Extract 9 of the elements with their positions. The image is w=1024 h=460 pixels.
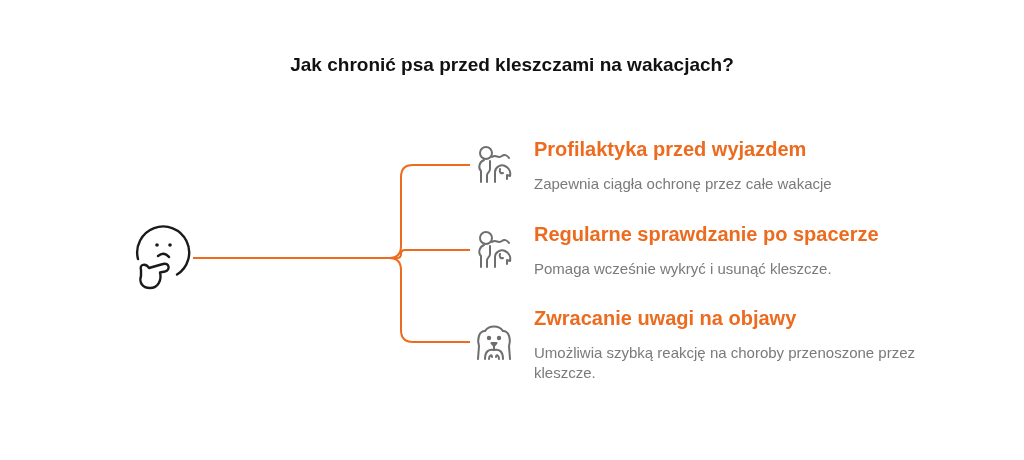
item-description: Umożliwia szybką reakcję na choroby przenoszone przez kleszcze. (534, 343, 916, 383)
connector-line (192, 257, 471, 343)
item-heading: Profilaktyka przed wyjazdem (534, 137, 807, 162)
item-heading: Zwracanie uwagi na objawy (534, 306, 797, 331)
thinking-face-icon (133, 224, 193, 292)
diagram-title: Jak chronić psa przed kleszczami na wakacjach? (290, 53, 734, 77)
item-heading: Regularne sprawdzanie po spacerze (534, 222, 879, 247)
item-description: Pomaga wcześnie wykryć i usunąć kleszcze. (534, 259, 832, 279)
item-description: Zapewnia ciągła ochronę przez całe wakacje (534, 174, 832, 194)
